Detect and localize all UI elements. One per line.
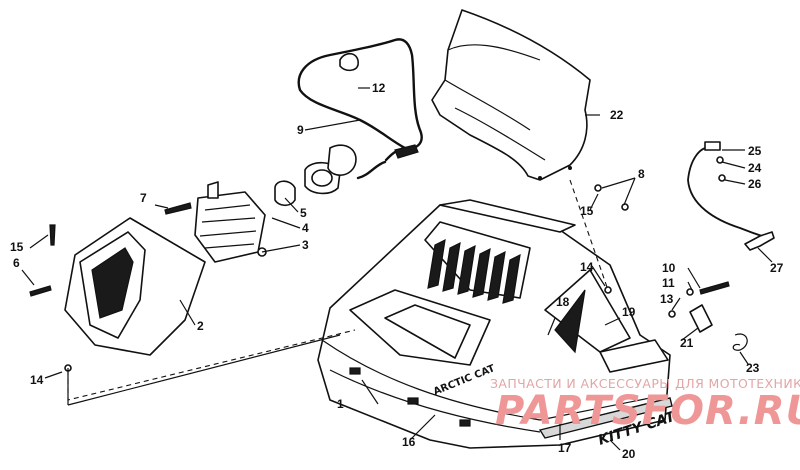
callout-6: 6 bbox=[13, 256, 20, 270]
callout-20: 20 bbox=[622, 447, 636, 461]
callout-18: 18 bbox=[556, 295, 570, 309]
callout-12: 12 bbox=[372, 81, 386, 95]
callout-17: 17 bbox=[558, 441, 572, 455]
callout-15-left: 15 bbox=[10, 240, 24, 254]
callout-10: 10 bbox=[662, 261, 676, 275]
leader-lines bbox=[21, 87, 773, 451]
hood-body: ARCTIC CAT KITTY CAT bbox=[317, 199, 679, 449]
callout-7: 7 bbox=[140, 191, 147, 205]
watermark-brand: PARTSFOR.RU bbox=[495, 388, 800, 434]
callout-24: 24 bbox=[748, 161, 762, 175]
callout-27: 27 bbox=[770, 261, 784, 275]
callout-3: 3 bbox=[302, 238, 309, 252]
headlight-bracket bbox=[64, 217, 206, 356]
callout-21: 21 bbox=[680, 336, 694, 350]
watermark-subtitle: ЗАПЧАСТИ И АКСЕССУАРЫ ДЛЯ МОТОТЕХНИКИ bbox=[490, 376, 800, 391]
bulb-socket bbox=[274, 144, 387, 207]
callout-15-right: 15 bbox=[580, 204, 594, 218]
hardware bbox=[29, 184, 748, 372]
windshield bbox=[431, 9, 591, 181]
callout-4: 4 bbox=[302, 221, 309, 235]
callout-23: 23 bbox=[746, 361, 760, 375]
callout-11: 11 bbox=[662, 276, 675, 290]
callout-16: 16 bbox=[402, 435, 416, 449]
headlight-lens bbox=[194, 181, 267, 263]
callout-1: 1 bbox=[337, 397, 344, 411]
callout-2: 2 bbox=[197, 319, 204, 333]
callout-5: 5 bbox=[300, 206, 307, 220]
callout-13: 13 bbox=[660, 292, 674, 306]
callout-9: 9 bbox=[297, 123, 304, 137]
callout-26: 26 bbox=[748, 177, 762, 191]
watermark: ЗАПЧАСТИ И АКСЕССУАРЫ ДЛЯ МОТОТЕХНИКИ PA… bbox=[490, 376, 800, 434]
callout-8: 8 bbox=[638, 167, 645, 181]
callout-22: 22 bbox=[610, 108, 624, 122]
callouts: 1 2 3 4 5 6 7 8 9 12 13 14 14 15 15 16 1… bbox=[10, 81, 784, 461]
callout-14-right: 14 bbox=[580, 260, 594, 274]
callout-14-left: 14 bbox=[30, 373, 44, 387]
wire-harness bbox=[297, 38, 423, 162]
throttle-cable bbox=[687, 141, 775, 251]
callout-19: 19 bbox=[622, 305, 636, 319]
callout-25: 25 bbox=[748, 144, 762, 158]
